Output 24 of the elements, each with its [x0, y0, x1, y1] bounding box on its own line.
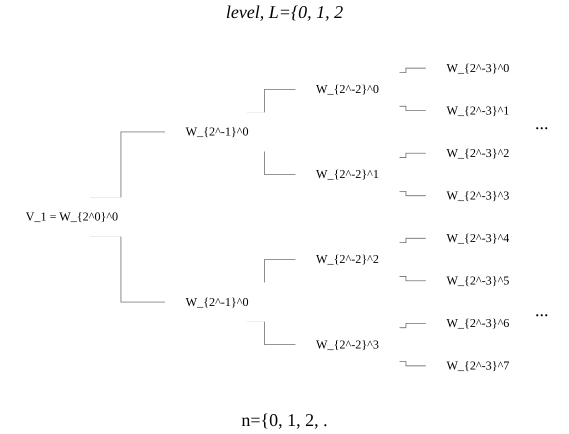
- connector: [398, 106, 427, 111]
- connector: [398, 152, 427, 158]
- connector: [398, 68, 427, 73]
- label-text: n={0, 1, 2, .: [241, 410, 328, 430]
- node-text: W_{2^-3}^5: [446, 274, 510, 288]
- node-text: W_{2^-3}^3: [446, 188, 510, 202]
- connector: [398, 276, 427, 282]
- node-text: W_{2^-3}^4: [446, 231, 510, 245]
- label-text: ...: [535, 300, 548, 320]
- node-text: W_{2^-2}^2: [316, 252, 379, 266]
- node-text: W_{2^-2}^3: [316, 338, 379, 352]
- node-text: W_{2^-2}^0: [316, 82, 379, 96]
- node-text: W_{2^-3}^2: [446, 146, 510, 160]
- node-text: W_{2^-3}^7: [446, 358, 510, 372]
- connector: [398, 323, 427, 328]
- node-text: W_{2^-3}^0: [446, 61, 510, 75]
- connector: [398, 191, 427, 196]
- connector: [398, 361, 427, 366]
- label-text: ...: [535, 113, 548, 133]
- connector: [398, 238, 427, 243]
- node-text: W_{2^-3}^6: [446, 316, 510, 330]
- label-text: level, L={0, 1, 2: [226, 2, 344, 22]
- node-text: W_{2^-2}^1: [316, 167, 379, 181]
- node-text: W_{2^-3}^1: [446, 104, 510, 118]
